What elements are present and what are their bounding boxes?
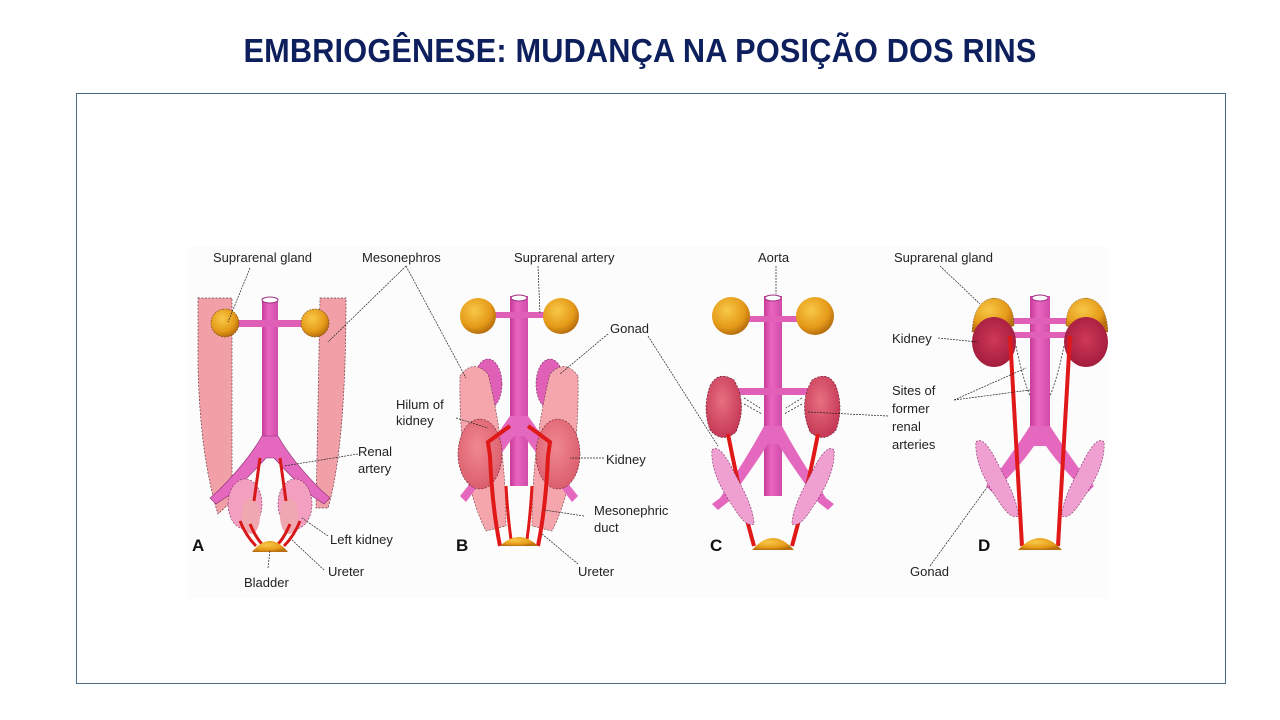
panel-letter-c: C — [710, 536, 723, 555]
label-sites-line1: Sites of — [892, 383, 936, 398]
panel-letter-b: B — [456, 536, 469, 555]
label-kidney-d: Kidney — [892, 331, 932, 346]
leader-lines — [227, 265, 1031, 571]
panel-c-drawing — [705, 294, 841, 550]
label-left-kidney: Left kidney — [330, 532, 393, 547]
label-bladder: Bladder — [244, 575, 289, 590]
label-renal-artery-line2: artery — [358, 461, 392, 476]
label-sites-line4: arteries — [892, 437, 936, 452]
diagram-drawing — [197, 265, 1108, 571]
label-sites-line3: renal — [892, 419, 921, 434]
panel-b-drawing — [457, 294, 581, 547]
label-renal-artery-line1: Renal — [358, 444, 392, 459]
label-gonad-b: Gonad — [610, 321, 650, 336]
label-ureter-a: Ureter — [328, 564, 365, 579]
panel-letter-a: A — [192, 536, 205, 555]
label-aorta: Aorta — [758, 250, 790, 265]
panel-d-drawing — [971, 294, 1108, 550]
label-mesonephric-duct-line2: duct — [594, 520, 619, 535]
panel-letter-d: D — [978, 536, 991, 555]
label-suprarenal-gland-a: Suprarenal gland — [213, 250, 313, 265]
label-suprarenal-artery: Suprarenal artery — [514, 250, 615, 265]
slide-title: EMBRIOGÊNESE: MUDANÇA NA POSIÇÃO DOS RIN… — [243, 32, 1037, 69]
label-sites-line2: former — [892, 401, 930, 416]
label-mesonephric-duct-line1: Mesonephric — [594, 503, 669, 518]
label-kidney-b: Kidney — [606, 452, 646, 467]
label-mesonephros: Mesonephros — [362, 250, 441, 265]
kidney-ascent-diagram: Suprarenal gland Mesonephros Renal arter… — [188, 246, 1108, 598]
label-gonad-d: Gonad — [910, 564, 950, 579]
label-suprarenal-gland-d: Suprarenal gland — [894, 250, 994, 265]
label-hilum-line1: Hilum of — [396, 397, 444, 412]
label-ureter-b: Ureter — [578, 564, 615, 579]
panel-a-drawing — [197, 296, 347, 552]
label-hilum-line2: kidney — [396, 413, 434, 428]
